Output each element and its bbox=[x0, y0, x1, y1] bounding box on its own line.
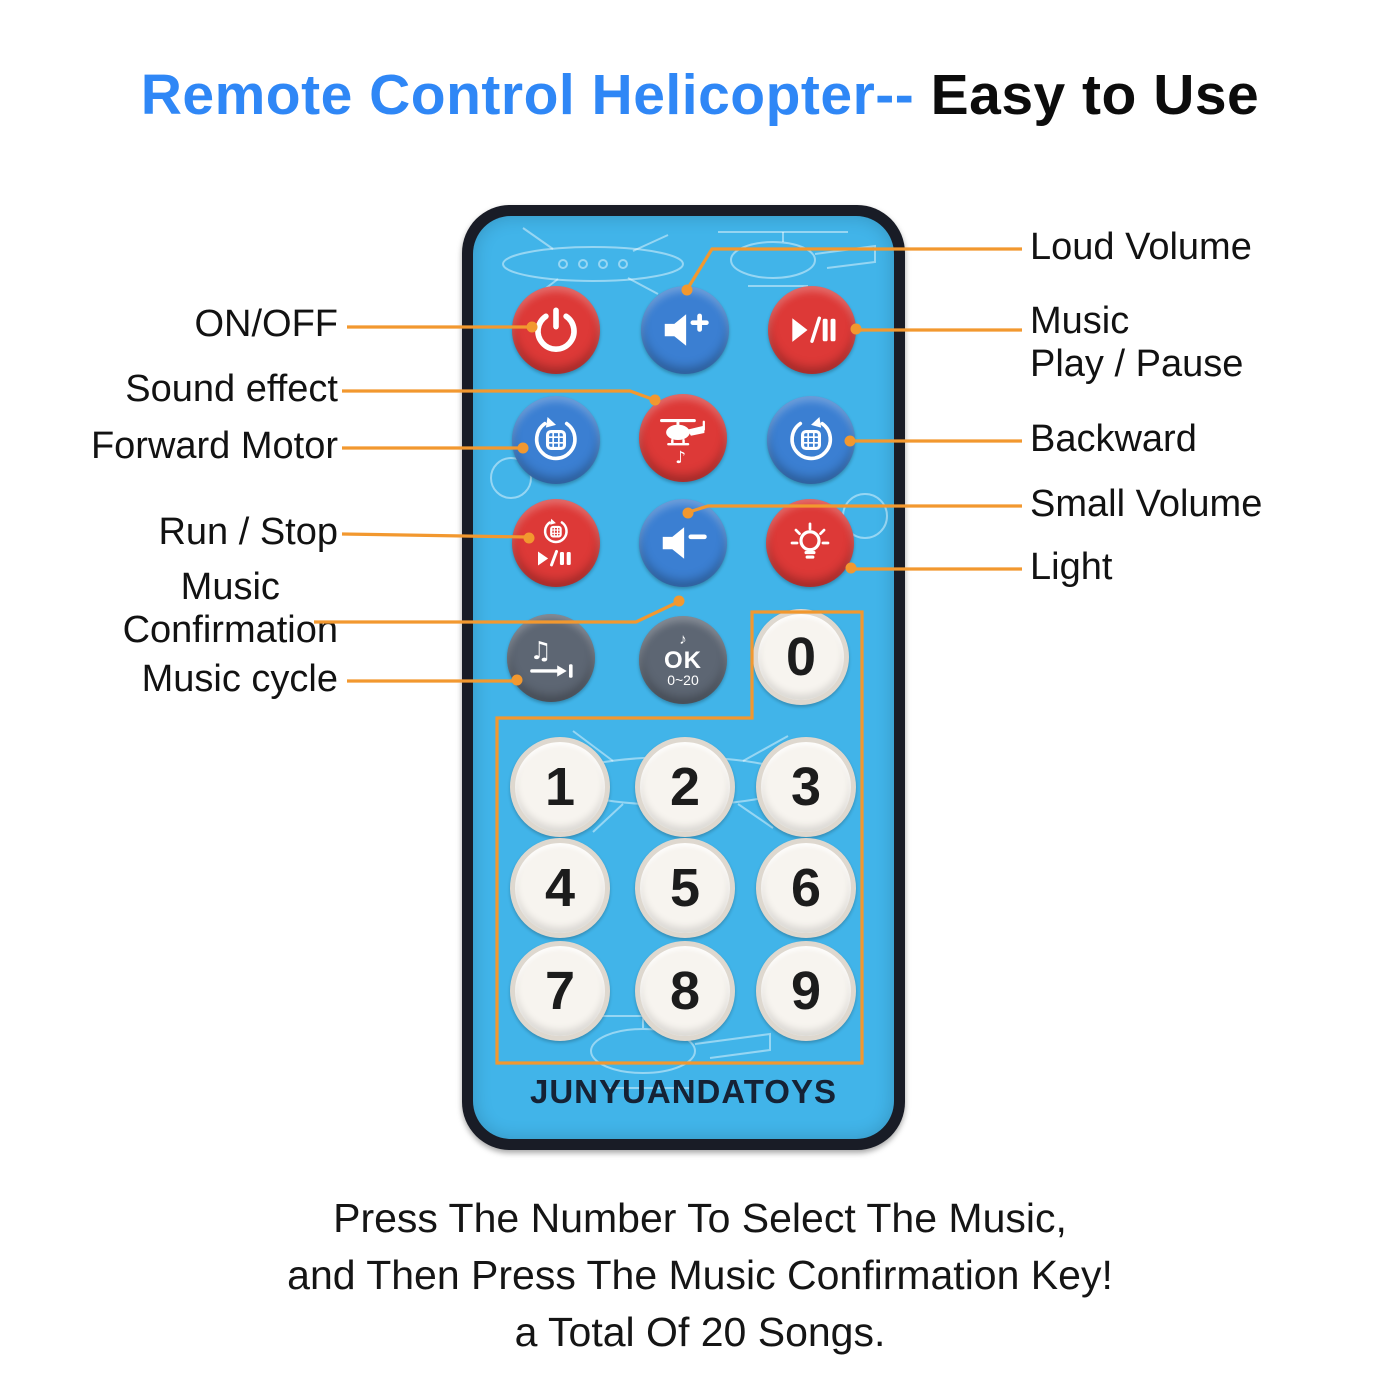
backward-motor-icon bbox=[790, 416, 833, 461]
label-on-off: ON/OFF bbox=[194, 303, 338, 345]
label-backward: Backward bbox=[1030, 418, 1197, 460]
digit-4-button[interactable]: 4 bbox=[510, 838, 610, 938]
run-stop-button[interactable] bbox=[512, 499, 600, 587]
title-highlight: Remote Control Helicopter-- bbox=[140, 63, 915, 127]
digit-6-button[interactable]: 6 bbox=[756, 838, 856, 938]
title-rest: Easy to Use bbox=[914, 63, 1260, 127]
remote-control: ♪ bbox=[462, 205, 905, 1150]
sound-effect-button[interactable]: ♪ bbox=[639, 394, 727, 482]
label-music-cycle: Music cycle bbox=[141, 658, 338, 700]
label-music-confirmation-line2: Confirmation bbox=[122, 609, 338, 651]
power-icon bbox=[535, 307, 577, 352]
volume-down-icon bbox=[662, 527, 707, 559]
play-pause-icon bbox=[792, 316, 836, 343]
digit-0-button[interactable]: 0 bbox=[753, 609, 849, 705]
brand-text: JUNYUANDATOYS bbox=[530, 1073, 837, 1110]
light-button[interactable] bbox=[766, 499, 854, 587]
footer-line1: Press The Number To Select The Music, bbox=[333, 1195, 1067, 1241]
digit-1-button[interactable]: 1 bbox=[510, 737, 610, 837]
digit-2-button[interactable]: 2 bbox=[635, 737, 735, 837]
power-button[interactable] bbox=[512, 286, 600, 374]
backward-motor-button[interactable] bbox=[767, 396, 855, 484]
helicopter-music-icon: ♪ bbox=[660, 418, 705, 465]
label-light: Light bbox=[1030, 546, 1113, 588]
page-title: Remote Control Helicopter-- Easy to Use bbox=[0, 62, 1400, 128]
digit-5-button[interactable]: 5 bbox=[635, 838, 735, 938]
ok-label: OK bbox=[664, 646, 702, 674]
ok-note-glyph: ♪ bbox=[679, 631, 687, 649]
label-loud-volume: Loud Volume bbox=[1030, 226, 1252, 268]
label-music-confirmation: Music Confirmation bbox=[123, 566, 338, 652]
digit-8-button[interactable]: 8 bbox=[635, 941, 735, 1041]
forward-motor-icon bbox=[534, 416, 577, 461]
digit-7-button[interactable]: 7 bbox=[510, 941, 610, 1041]
volume-up-button[interactable] bbox=[641, 286, 729, 374]
volume-down-button[interactable] bbox=[639, 499, 727, 587]
footer-instructions: Press The Number To Select The Music, an… bbox=[0, 1190, 1400, 1361]
label-forward-motor: Forward Motor bbox=[90, 425, 338, 467]
music-cycle-button[interactable]: ♫ bbox=[507, 614, 595, 702]
play-pause-button[interactable] bbox=[768, 286, 856, 374]
footer-line2: and Then Press The Music Confirmation Ke… bbox=[287, 1252, 1113, 1298]
svg-text:♫: ♫ bbox=[530, 636, 552, 665]
label-music-play-pause-line2: Play / Pause bbox=[1030, 343, 1244, 385]
light-bulb-icon bbox=[790, 522, 830, 559]
digit-9-button[interactable]: 9 bbox=[756, 941, 856, 1041]
svg-text:♪: ♪ bbox=[675, 447, 686, 465]
label-music-confirmation-line1: Music bbox=[180, 566, 280, 608]
label-sound-effect: Sound effect bbox=[125, 368, 338, 410]
music-cycle-icon: ♫ bbox=[530, 636, 573, 678]
label-small-volume: Small Volume bbox=[1030, 483, 1263, 525]
digit-3-button[interactable]: 3 bbox=[756, 737, 856, 837]
music-confirmation-button[interactable]: ♪ OK 0~20 bbox=[639, 616, 727, 704]
run-stop-icon bbox=[538, 518, 571, 567]
remote-face: ♪ bbox=[473, 216, 894, 1139]
ok-range-label: 0~20 bbox=[667, 672, 699, 689]
label-music-play-pause-line1: Music bbox=[1030, 300, 1130, 342]
footer-line3: a Total Of 20 Songs. bbox=[514, 1309, 886, 1355]
label-music-play-pause: Music Play / Pause bbox=[1030, 300, 1243, 386]
label-run-stop: Run / Stop bbox=[158, 511, 338, 553]
forward-motor-button[interactable] bbox=[512, 396, 600, 484]
volume-up-icon bbox=[664, 313, 709, 346]
